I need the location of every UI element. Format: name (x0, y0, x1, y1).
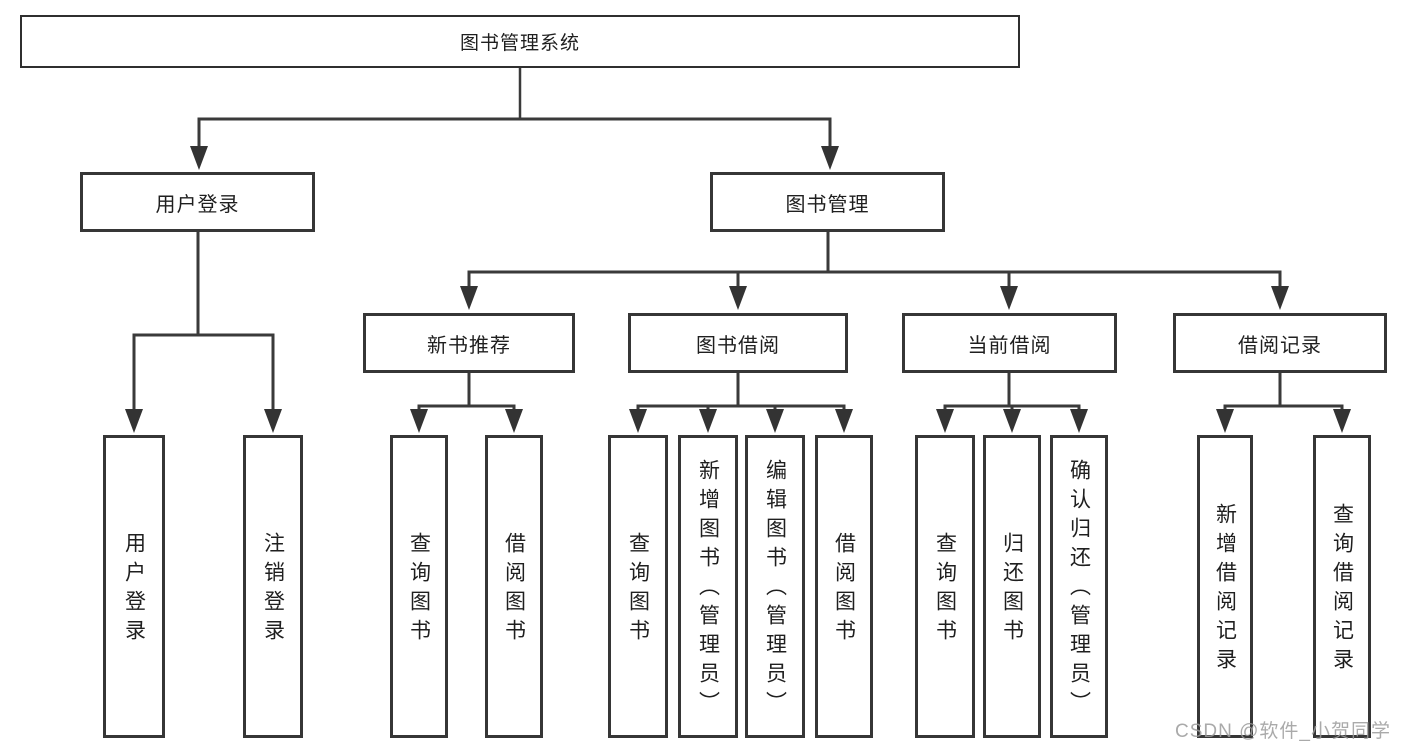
borrow-record-subtree-connectors (1216, 371, 1351, 433)
csdn-watermark: CSDN @软件_小贺同学 (1175, 721, 1391, 742)
book-borrow-subtree-connectors (629, 371, 853, 433)
node-library-management-system: 图书管理系统 (20, 15, 1020, 68)
leaf-confirm-return-admin: 确认归还（管理员） (1050, 435, 1108, 738)
node-book-borrow: 图书借阅 (628, 313, 848, 373)
leaf-user-login: 用户登录 (103, 435, 165, 738)
node-user-login: 用户登录 (80, 172, 315, 232)
new-book-subtree-connectors (410, 371, 523, 433)
leaf-query-books-borrow: 查询图书 (608, 435, 668, 738)
node-new-book-recommend: 新书推荐 (363, 313, 575, 373)
leaf-query-books-current: 查询图书 (915, 435, 975, 738)
leaf-edit-books-admin: 编辑图书（管理员） (745, 435, 805, 738)
leaf-return-books: 归还图书 (983, 435, 1041, 738)
current-borrow-subtree-connectors (936, 371, 1088, 433)
leaf-query-borrow-record: 查询借阅记录 (1313, 435, 1371, 738)
leaf-query-books-recommend: 查询图书 (390, 435, 448, 738)
leaf-add-borrow-record: 新增借阅记录 (1197, 435, 1253, 738)
root-to-level2-connectors (190, 66, 839, 170)
user-login-subtree-connectors (125, 230, 282, 433)
leaf-borrow-books-recommend: 借阅图书 (485, 435, 543, 738)
leaf-borrow-books: 借阅图书 (815, 435, 873, 738)
book-management-subtree-connectors (460, 230, 1289, 310)
leaf-add-books-admin: 新增图书（管理员） (678, 435, 738, 738)
leaf-logout: 注销登录 (243, 435, 303, 738)
node-current-borrow: 当前借阅 (902, 313, 1117, 373)
node-borrow-record: 借阅记录 (1173, 313, 1387, 373)
node-book-management: 图书管理 (710, 172, 945, 232)
